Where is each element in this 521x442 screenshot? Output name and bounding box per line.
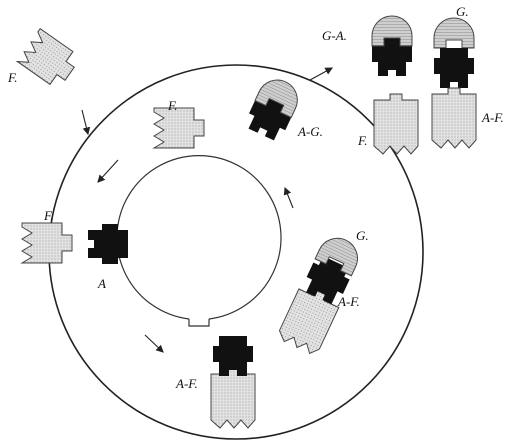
complex-a-g-top bbox=[243, 72, 305, 143]
fragment-f-right bbox=[373, 93, 419, 155]
arrow-top-left-down bbox=[81, 109, 91, 136]
fragment-f-top-left bbox=[16, 28, 82, 91]
arrow-bottom-right bbox=[144, 334, 164, 353]
cap-g-top-right bbox=[433, 17, 475, 49]
label-g-a-top-right: G-A. bbox=[322, 28, 347, 43]
complex-a-f-bottom bbox=[210, 336, 256, 429]
fragment-f-left bbox=[21, 222, 73, 264]
inner-circle-notch bbox=[188, 319, 210, 327]
label-a-g-top: A-G. bbox=[297, 124, 323, 139]
label-g-mid-right: G. bbox=[356, 228, 369, 243]
fragment-f-inner-top bbox=[153, 107, 205, 149]
label-f-inner-top: F. bbox=[167, 98, 178, 113]
label-f-top-left: F. bbox=[7, 70, 18, 85]
receptor-a-left bbox=[88, 224, 128, 264]
label-a-f-mid-right: A-F. bbox=[337, 294, 360, 309]
label-g-top-right: G. bbox=[456, 4, 469, 19]
inner-circle bbox=[116, 155, 282, 320]
label-f-left: F. bbox=[43, 208, 54, 223]
label-f-right: F. bbox=[357, 133, 368, 148]
arrow-left-down bbox=[97, 159, 119, 183]
complex-g-a-top-right bbox=[371, 15, 413, 76]
label-a-f-top-right: A-F. bbox=[481, 110, 504, 125]
complex-a-f-top-right bbox=[431, 48, 477, 149]
label-a-left: A bbox=[97, 276, 106, 291]
label-a-f-bottom: A-F. bbox=[175, 376, 198, 391]
arrow-right-up bbox=[283, 186, 294, 209]
arrow-out-top-right bbox=[309, 67, 333, 81]
